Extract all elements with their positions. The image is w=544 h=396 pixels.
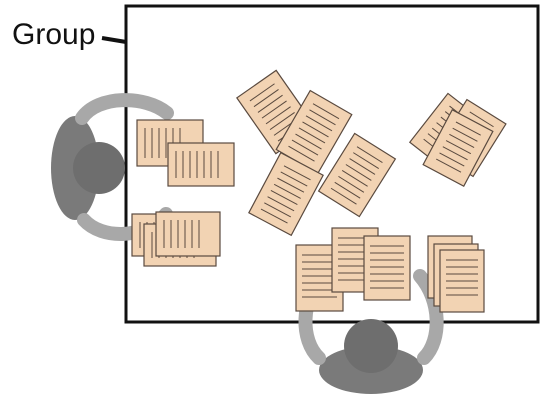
person-left [51, 93, 174, 241]
document-bottom-middle-2 [363, 235, 411, 301]
document-right-stack-3 [422, 109, 494, 187]
group-label: Group [12, 18, 95, 51]
document-left-upper-front [167, 142, 235, 187]
document-center-bottom-1 [248, 151, 324, 237]
document-center-top-2 [275, 89, 353, 175]
document-center-bottom-2 [317, 132, 397, 218]
document-left-lower-3 [155, 211, 221, 257]
document-bottom-right-3 [439, 249, 485, 313]
